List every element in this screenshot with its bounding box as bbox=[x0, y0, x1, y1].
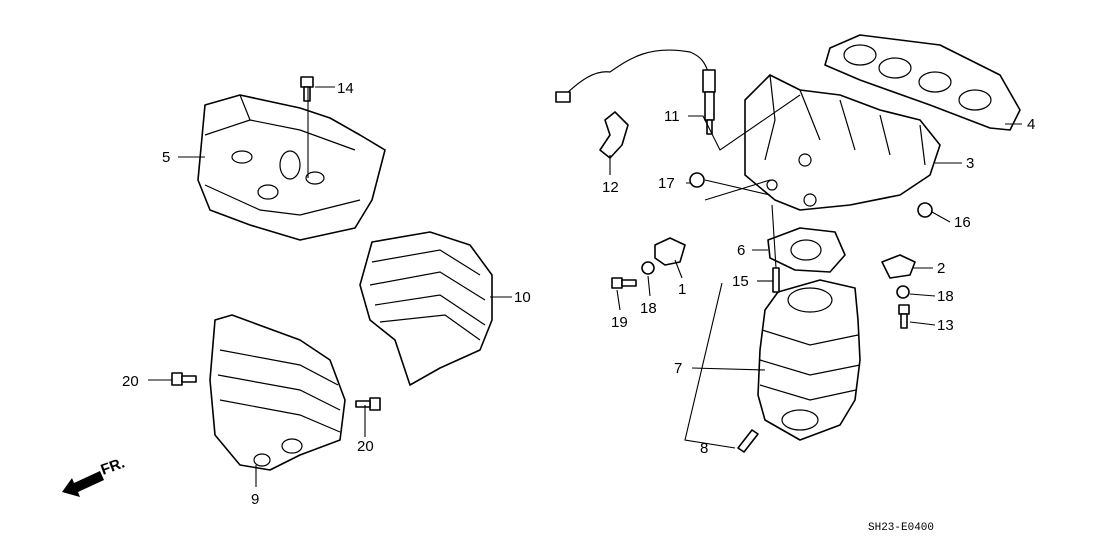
callout-13: 13 bbox=[937, 317, 954, 334]
callout-18-left: 18 bbox=[640, 300, 657, 317]
nut-16[interactable] bbox=[917, 202, 933, 218]
callout-3: 3 bbox=[966, 155, 974, 172]
callout-12: 12 bbox=[602, 179, 619, 196]
bolt-19[interactable] bbox=[611, 277, 637, 289]
callout-17: 17 bbox=[658, 175, 675, 192]
bolt-20-left[interactable] bbox=[171, 372, 197, 386]
bolt-13[interactable] bbox=[898, 304, 910, 329]
stud-15[interactable] bbox=[772, 267, 780, 293]
callout-20-right: 20 bbox=[357, 438, 374, 455]
washer-18-right[interactable] bbox=[896, 285, 910, 299]
washer-18-left[interactable] bbox=[641, 261, 655, 275]
callout-5: 5 bbox=[162, 149, 170, 166]
catalytic-converter-7[interactable] bbox=[757, 279, 861, 441]
front-label: FR. bbox=[99, 455, 128, 479]
sensor-bracket-12[interactable] bbox=[599, 111, 629, 159]
callout-1: 1 bbox=[678, 281, 686, 298]
bracket-2[interactable] bbox=[881, 254, 916, 279]
callout-19: 19 bbox=[611, 314, 628, 331]
bolt-14[interactable] bbox=[300, 76, 314, 102]
callout-18-right: 18 bbox=[937, 288, 954, 305]
bolt-20-right[interactable] bbox=[355, 397, 381, 411]
oxygen-sensor-11[interactable] bbox=[555, 49, 716, 135]
front-arrow-icon bbox=[62, 471, 104, 497]
exhaust-manifold-3[interactable] bbox=[744, 74, 941, 211]
lower-heat-shield-9[interactable] bbox=[209, 314, 346, 471]
diagram-code: SH23-E0400 bbox=[868, 522, 934, 534]
manifold-gasket-4[interactable] bbox=[824, 34, 1021, 131]
front-direction-indicator: FR. bbox=[62, 455, 127, 497]
heat-shield-10[interactable] bbox=[359, 231, 493, 386]
converter-gasket-6[interactable] bbox=[767, 227, 846, 273]
leader-lines bbox=[148, 86, 1022, 487]
callout-2: 2 bbox=[937, 260, 945, 277]
callout-10: 10 bbox=[514, 289, 531, 306]
upper-heat-shield[interactable] bbox=[197, 94, 386, 241]
callout-11: 11 bbox=[664, 108, 680, 125]
callout-16: 16 bbox=[954, 214, 971, 231]
bracket-1[interactable] bbox=[654, 237, 686, 266]
callout-15: 15 bbox=[732, 273, 749, 290]
callout-8: 8 bbox=[700, 440, 708, 457]
callout-6: 6 bbox=[737, 242, 745, 259]
callout-9: 9 bbox=[251, 491, 259, 508]
callout-4: 4 bbox=[1027, 116, 1035, 133]
callout-7: 7 bbox=[674, 360, 682, 377]
nut-17[interactable] bbox=[689, 172, 705, 188]
callout-20-left: 20 bbox=[122, 373, 139, 390]
callout-14: 14 bbox=[337, 80, 354, 97]
stud-8[interactable] bbox=[737, 429, 759, 453]
